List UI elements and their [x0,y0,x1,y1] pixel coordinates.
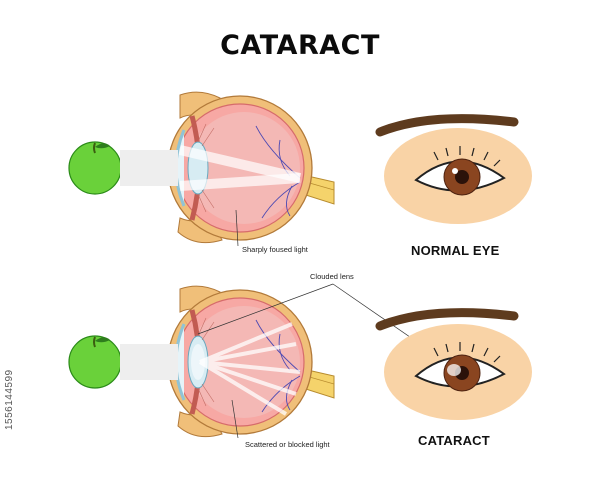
apple-icon [68,335,122,389]
cataract-eye-front-view [375,308,532,420]
clouded-lens-pointer-left [197,283,334,335]
eyelashes-icon [433,146,501,167]
clouded-lens-spot [447,364,461,376]
eyebrow-icon [375,114,519,137]
normal-eye-front-view [375,114,532,224]
diagram-title: CATARACT [220,30,380,61]
normal-eye-cross-section [68,92,334,243]
cataract-eye-caption: CATARACT [418,433,490,448]
sharply-focused-label: Sharply foused light [242,245,308,254]
normal-eye-caption: NORMAL EYE [411,243,500,258]
apple-icon [68,141,122,195]
cataract-eye-cross-section [68,286,334,437]
stock-id: 1556144599 [4,369,15,430]
focused-light-pointer [235,209,239,247]
scattered-light-label: Scattered or blocked light [245,440,330,449]
clouded-lens-label: Clouded lens [310,272,354,281]
scattered-light-pointer [231,399,239,439]
